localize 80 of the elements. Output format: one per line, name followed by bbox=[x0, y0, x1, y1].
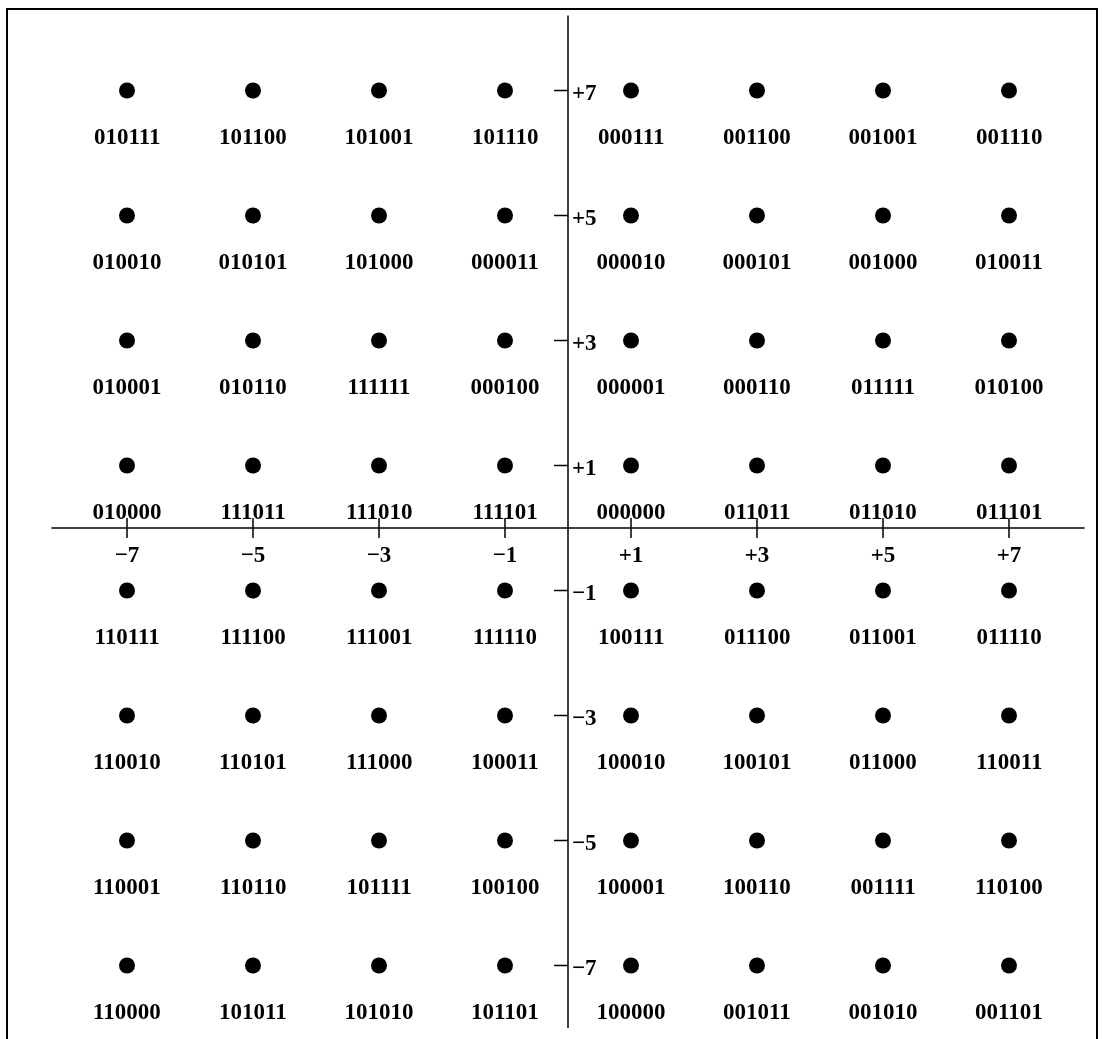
bit-label: 001000 bbox=[848, 249, 918, 273]
tick-label: −1 bbox=[572, 579, 597, 605]
bit-label: 010010 bbox=[92, 249, 162, 273]
tick-label: −5 bbox=[240, 542, 266, 567]
bit-label: 000110 bbox=[723, 374, 791, 398]
bit-label: 001110 bbox=[976, 124, 1043, 148]
bit-label: 000100 bbox=[470, 374, 540, 398]
bit-label: 110110 bbox=[220, 874, 287, 898]
bit-label: 111110 bbox=[473, 624, 537, 648]
bit-label: 000011 bbox=[471, 249, 539, 273]
tick-label: −7 bbox=[114, 542, 140, 567]
bit-label: 011110 bbox=[976, 624, 1042, 648]
bit-label: 001010 bbox=[848, 999, 918, 1023]
tick-label: +7 bbox=[996, 542, 1022, 567]
bit-label: 000001 bbox=[596, 374, 666, 398]
bit-label: 010110 bbox=[219, 374, 287, 398]
bit-label: 000010 bbox=[596, 249, 666, 273]
bit-label: 111101 bbox=[472, 499, 538, 523]
bit-label: 011101 bbox=[976, 499, 1043, 523]
bit-label: 100110 bbox=[723, 874, 791, 898]
bit-label: 001100 bbox=[723, 124, 791, 148]
bit-label: 000101 bbox=[722, 249, 792, 273]
bit-label: 101010 bbox=[344, 999, 414, 1023]
bit-label: 001001 bbox=[848, 124, 918, 148]
bit-label: 101110 bbox=[472, 124, 539, 148]
bit-label: 111000 bbox=[346, 749, 413, 773]
tick-label: +1 bbox=[572, 454, 597, 480]
tick-label: +3 bbox=[572, 329, 597, 355]
bit-label: 110101 bbox=[219, 749, 287, 773]
bit-label: 010100 bbox=[974, 374, 1044, 398]
bit-label: 110000 bbox=[93, 999, 161, 1023]
bit-label: 100000 bbox=[596, 999, 666, 1023]
bit-label: 110100 bbox=[975, 874, 1043, 898]
bit-label: 101101 bbox=[471, 999, 539, 1023]
tick-label: −1 bbox=[492, 542, 518, 567]
bit-label: 111111 bbox=[347, 374, 411, 398]
bit-label: 011111 bbox=[851, 374, 915, 398]
bit-label: 101001 bbox=[344, 124, 414, 148]
tick-label: −3 bbox=[572, 704, 597, 730]
bit-label: 011010 bbox=[849, 499, 917, 523]
bit-label: 111011 bbox=[220, 499, 286, 523]
bit-label: 110011 bbox=[976, 749, 1043, 773]
bit-label: 101000 bbox=[344, 249, 414, 273]
bit-label: 011100 bbox=[724, 624, 791, 648]
bit-label: 111001 bbox=[346, 624, 413, 648]
tick-label: +5 bbox=[572, 204, 597, 230]
bit-label: 010111 bbox=[94, 124, 161, 148]
bit-label: 110001 bbox=[93, 874, 161, 898]
bit-label: 011000 bbox=[849, 749, 917, 773]
bit-label: 110111 bbox=[94, 624, 160, 648]
bit-label: 101100 bbox=[219, 124, 287, 148]
bit-label: 101111 bbox=[346, 874, 412, 898]
bit-label: 111010 bbox=[346, 499, 413, 523]
bit-label: 010101 bbox=[218, 249, 288, 273]
tick-label: +1 bbox=[618, 542, 644, 567]
tick-label: +5 bbox=[870, 542, 896, 567]
bit-label: 100111 bbox=[598, 624, 665, 648]
bit-label: 010011 bbox=[975, 249, 1043, 273]
tick-label: −3 bbox=[366, 542, 392, 567]
bit-label: 000000 bbox=[596, 499, 666, 523]
bit-label: 000111 bbox=[598, 124, 665, 148]
bit-label: 010000 bbox=[92, 499, 162, 523]
bit-label: 111100 bbox=[220, 624, 286, 648]
bit-label: 010001 bbox=[92, 374, 162, 398]
bit-label: 100011 bbox=[471, 749, 539, 773]
bit-label: 011001 bbox=[849, 624, 917, 648]
bit-label: 110010 bbox=[93, 749, 161, 773]
bit-label: 100100 bbox=[470, 874, 540, 898]
bit-label: 011011 bbox=[724, 499, 791, 523]
bit-label: 001101 bbox=[975, 999, 1043, 1023]
bit-label: 100010 bbox=[596, 749, 666, 773]
tick-label: +7 bbox=[572, 79, 597, 105]
tick-label: −5 bbox=[572, 829, 597, 855]
tick-label: −7 bbox=[572, 954, 597, 980]
bit-label: 001011 bbox=[723, 999, 791, 1023]
bit-label: 100001 bbox=[596, 874, 666, 898]
bit-label: 101011 bbox=[219, 999, 287, 1023]
tick-label: +3 bbox=[744, 542, 770, 567]
bit-label: 100101 bbox=[722, 749, 792, 773]
bit-label: 001111 bbox=[850, 874, 916, 898]
